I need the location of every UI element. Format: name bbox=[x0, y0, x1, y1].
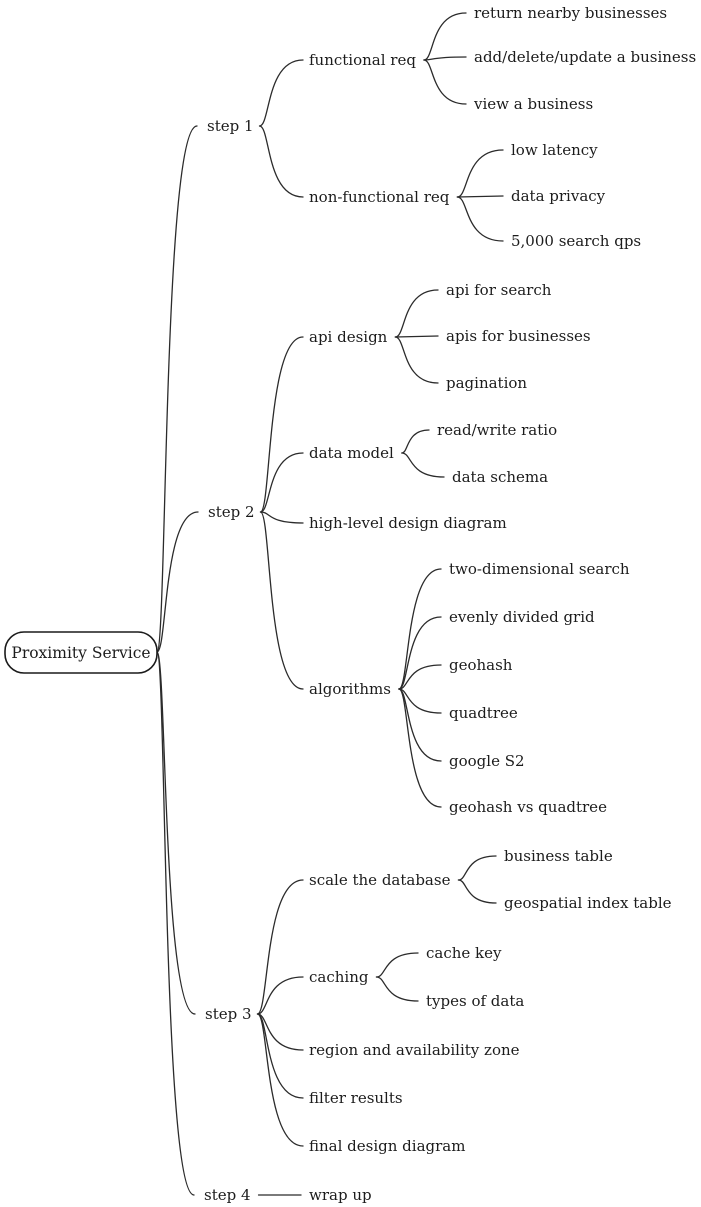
step-4-label: step 4 bbox=[204, 1186, 251, 1204]
types-of-data-leaf-label: types of data bbox=[426, 992, 524, 1010]
view-a-business-leaf-label: view a business bbox=[473, 95, 593, 113]
api-design-to-api-for-search-connector bbox=[394, 289, 439, 338]
non-functional-req-to-low-latency-connector bbox=[456, 149, 504, 198]
data-model-node-label: data model bbox=[309, 444, 394, 462]
root-to-step-4-connector bbox=[156, 651, 195, 1196]
algorithms-to-evenly-divided-grid-connector bbox=[398, 616, 442, 690]
caching-node-label: caching bbox=[309, 968, 369, 986]
step-3-to-scale-the-database-connector bbox=[256, 879, 304, 1015]
root-node: Proximity Service bbox=[4, 631, 158, 674]
step-2-to-algorithms-connector bbox=[259, 511, 304, 690]
api-design-to-apis-for-businesses-connector bbox=[394, 335, 439, 338]
caching-to-cache-key-connector bbox=[375, 952, 419, 978]
root-to-step-2-connector bbox=[156, 511, 199, 653]
non-functional-req-to-data-privacy-connector bbox=[456, 195, 504, 198]
step-2-to-high-level-design-diagram-connector bbox=[259, 511, 304, 524]
algorithms-to-geohash-vs-quadtree-connector bbox=[398, 688, 442, 808]
return-nearby-businesses-leaf-label: return nearby businesses bbox=[474, 4, 667, 22]
data-privacy-leaf-label: data privacy bbox=[511, 187, 606, 205]
read-write-ratio-leaf-label: read/write ratio bbox=[437, 421, 557, 439]
step-3-to-final-design-diagram-connector bbox=[256, 1013, 304, 1147]
step-3-to-filter-results-connector bbox=[256, 1013, 304, 1099]
caching-to-types-of-data-connector bbox=[375, 976, 419, 1002]
scale-the-database-node-label: scale the database bbox=[309, 871, 451, 889]
step-1-label: step 1 bbox=[207, 117, 254, 135]
cache-key-leaf-label: cache key bbox=[426, 944, 502, 962]
step-3-to-caching-connector bbox=[256, 976, 304, 1015]
step-2-to-api-design-connector bbox=[259, 336, 304, 513]
google-s2-leaf-label: google S2 bbox=[449, 752, 525, 770]
non-functional-req-node-label: non-functional req bbox=[309, 188, 450, 206]
quadtree-leaf-label: quadtree bbox=[449, 704, 518, 722]
api-design-node-label: api design bbox=[309, 328, 388, 346]
functional-req-to-add-delete-update-a-business-connector bbox=[423, 56, 467, 61]
two-dimensional-search-leaf-label: two-dimensional search bbox=[449, 560, 630, 578]
scale-the-database-to-business-table-connector bbox=[457, 855, 497, 881]
filter-results-node-label: filter results bbox=[309, 1089, 403, 1107]
functional-req-node-label: functional req bbox=[309, 51, 416, 69]
evenly-divided-grid-leaf-label: evenly divided grid bbox=[449, 608, 595, 626]
geospatial-index-table-leaf-label: geospatial index table bbox=[504, 894, 672, 912]
low-latency-leaf-label: low latency bbox=[511, 141, 598, 159]
api-design-to-pagination-connector bbox=[394, 336, 439, 384]
connector-lines bbox=[156, 12, 504, 1196]
data-model-to-data-schema-connector bbox=[401, 452, 445, 478]
algorithms-to-google-s2-connector bbox=[398, 688, 442, 762]
root-to-step-1-connector bbox=[156, 125, 198, 653]
node-labels: step 1 functional req return nearby busine… bbox=[204, 4, 696, 1204]
step-3-label: step 3 bbox=[205, 1005, 252, 1023]
api-for-search-leaf-label: api for search bbox=[446, 281, 552, 299]
algorithms-to-two-dimensional-search-connector bbox=[398, 568, 442, 690]
data-schema-leaf-label: data schema bbox=[452, 468, 548, 486]
apis-for-businesses-leaf-label: apis for businesses bbox=[446, 327, 591, 345]
step-1-to-functional-req-connector bbox=[258, 59, 304, 127]
geohash-leaf-label: geohash bbox=[449, 656, 513, 674]
root-node-box bbox=[4, 631, 158, 674]
pagination-leaf-label: pagination bbox=[446, 374, 527, 392]
data-model-to-read-write-ratio-connector bbox=[401, 429, 430, 454]
step-1-to-non-functional-req-connector bbox=[258, 125, 304, 198]
algorithms-to-geohash-connector bbox=[398, 664, 442, 690]
root-node-label: Proximity Service bbox=[11, 644, 150, 662]
business-table-leaf-label: business table bbox=[504, 847, 613, 865]
geohash-vs-quadtree-leaf-label: geohash vs quadtree bbox=[449, 798, 607, 816]
functional-req-to-return-nearby-businesses-connector bbox=[423, 12, 467, 61]
high-level-design-diagram-node-label: high-level design diagram bbox=[309, 514, 507, 532]
functional-req-to-view-a-business-connector bbox=[423, 59, 467, 105]
final-design-diagram-node-label: final design diagram bbox=[309, 1137, 465, 1155]
step-3-to-region-and-availability-zone-connector bbox=[256, 1013, 304, 1051]
region-and-availability-zone-node-label: region and availability zone bbox=[309, 1041, 520, 1059]
root-to-step-3-connector bbox=[156, 651, 196, 1015]
wrap-up-node-label: wrap up bbox=[309, 1186, 372, 1204]
5-000-search-qps-leaf-label: 5,000 search qps bbox=[511, 232, 641, 250]
add-delete-update-a-business-leaf-label: add/delete/update a business bbox=[474, 48, 696, 66]
non-functional-req-to-5-000-search-qps-connector bbox=[456, 196, 504, 242]
step-2-to-data-model-connector bbox=[259, 452, 304, 513]
step-2-label: step 2 bbox=[208, 503, 255, 521]
algorithms-node-label: algorithms bbox=[309, 680, 391, 698]
scale-the-database-to-geospatial-index-table-connector bbox=[457, 879, 497, 904]
